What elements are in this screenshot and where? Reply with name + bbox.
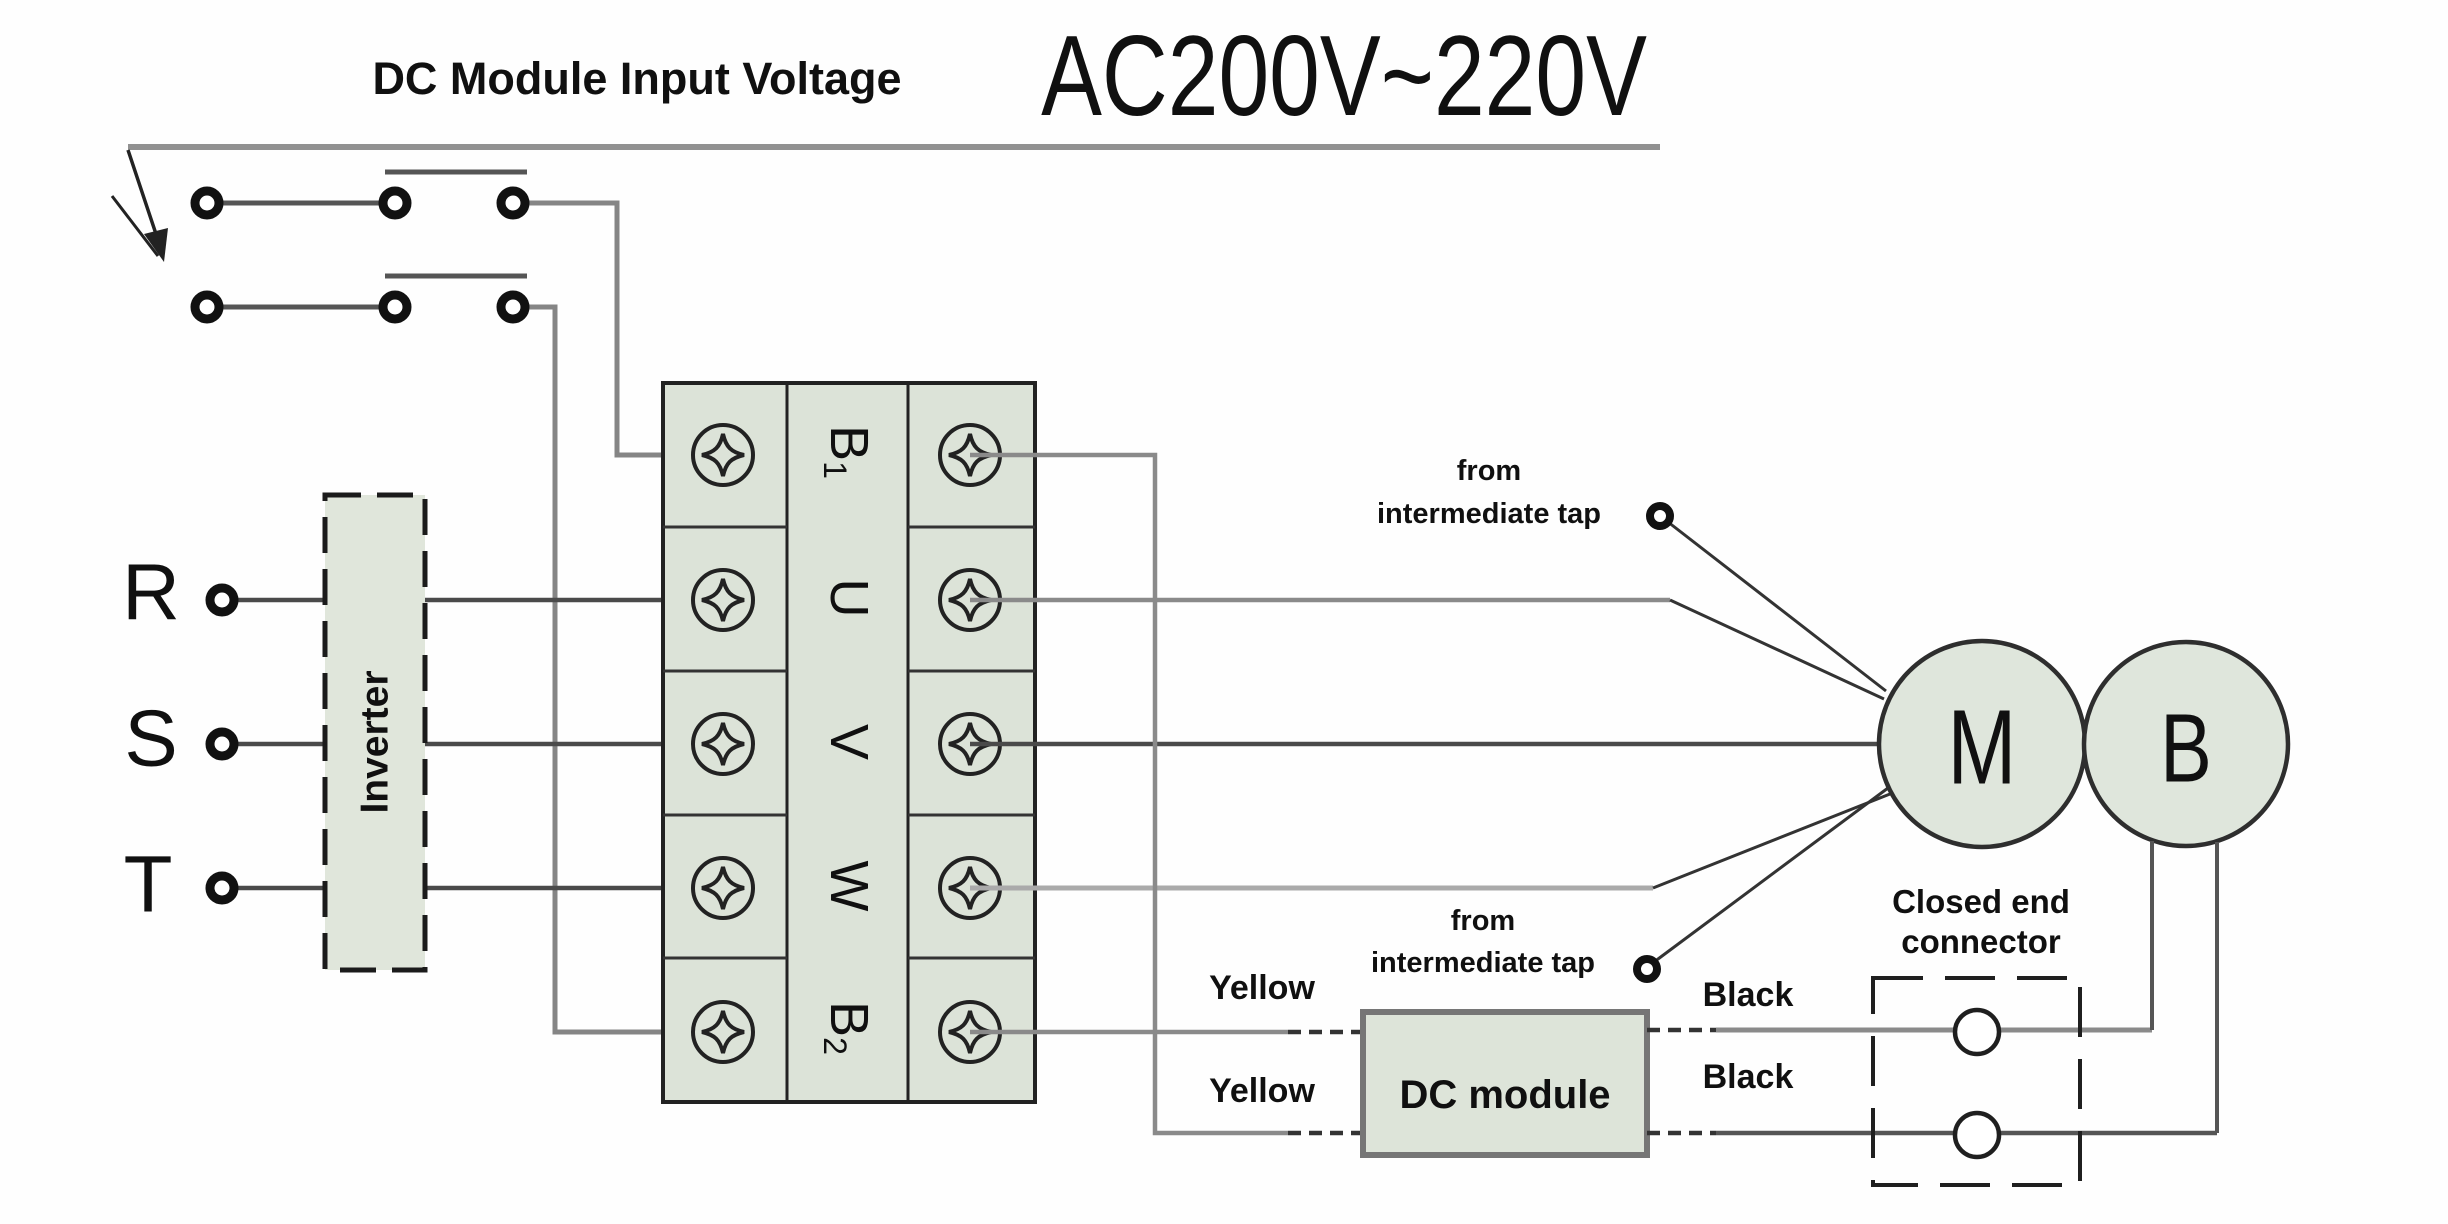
- dc-module-input-voltage-label: DC Module Input Voltage: [372, 53, 901, 104]
- terminal-label-w: W: [819, 861, 879, 912]
- phase-r-label: R: [122, 548, 180, 637]
- closed-end-label-line1: Closed end: [1892, 883, 2070, 920]
- motor-label: M: [1948, 689, 2017, 807]
- terminal-label-v: V: [819, 724, 879, 760]
- phase-s-label: S: [124, 694, 177, 783]
- terminal-block-row-separators: [663, 525, 1035, 960]
- closed-end-connector-box: [1871, 976, 2082, 1187]
- terminal-label-b2: B2: [817, 1001, 879, 1055]
- svg-text:B: B: [2160, 693, 2212, 802]
- dc-module-label: DC module: [1399, 1073, 1610, 1117]
- terminal-dot-icon: [1650, 506, 1670, 526]
- wire-b1-to-dc-module: [970, 452, 1288, 1136]
- yellow-top-label: Yellow: [1209, 969, 1315, 1007]
- contactor-row-2: [195, 273, 700, 1035]
- dc-module-box: [1360, 1009, 1650, 1158]
- connector-ring-icon: [1952, 1110, 2002, 1160]
- black-top-label: Black: [1703, 976, 1794, 1014]
- black-bottom-label: Black: [1703, 1058, 1794, 1096]
- power-feed-arrow-icon: [110, 149, 168, 262]
- tap-bottom-label-line2: intermediate tap: [1371, 947, 1595, 979]
- phase-inputs: R S T: [122, 548, 325, 929]
- brake-label: B: [2160, 693, 2212, 802]
- terminal-label-u: U: [819, 579, 879, 618]
- wire-row1-to-b1: [526, 200, 700, 458]
- terminal-dot-icon: [210, 876, 234, 900]
- ac-voltage-label: AC200V~220V: [1041, 12, 1647, 139]
- wire-tap-top: [1667, 520, 1887, 693]
- wire-tap-bottom: [1653, 786, 1889, 964]
- svg-text:AC200V~220V: AC200V~220V: [1041, 12, 1647, 139]
- inverter-box: [322, 492, 428, 973]
- connector-ring-icon: [1952, 1007, 2002, 1057]
- terminal-dot-icon: [383, 191, 407, 215]
- intermediate-tap-top: from intermediate tap: [1377, 455, 1887, 693]
- terminal-dot-icon: [210, 732, 234, 756]
- terminal-dot-icon: [383, 295, 407, 319]
- terminal-label-b1: B1: [817, 425, 879, 479]
- wire-row2-to-b2: [526, 304, 700, 1035]
- wire-u-diagonal: [1669, 598, 1885, 701]
- tap-top-label-line2: intermediate tap: [1377, 498, 1601, 530]
- closed-end-label-line2: connector: [1901, 923, 2061, 960]
- wire-w-diagonal: [1652, 792, 1891, 890]
- terminal-dot-icon: [210, 588, 234, 612]
- terminal-dot-icon: [501, 295, 525, 319]
- brake-circle: [2081, 639, 2291, 849]
- terminal-dot-icon: [501, 191, 525, 215]
- intermediate-tap-bottom: from intermediate tap: [1371, 786, 1889, 979]
- terminal-block-dividers: [785, 383, 910, 1102]
- inverter-label: Inverter: [354, 670, 397, 813]
- tap-top-label-line1: from: [1457, 455, 1521, 487]
- yellow-bottom-label: Yellow: [1209, 1072, 1315, 1110]
- contactor-row-1: [195, 169, 700, 458]
- terminal-dot-icon: [195, 295, 219, 319]
- svg-text:M: M: [1948, 689, 2017, 807]
- tap-bottom-label-line1: from: [1451, 905, 1515, 937]
- terminal-dot-icon: [195, 191, 219, 215]
- phase-t-label: T: [124, 840, 173, 929]
- terminal-dot-icon: [1637, 959, 1657, 979]
